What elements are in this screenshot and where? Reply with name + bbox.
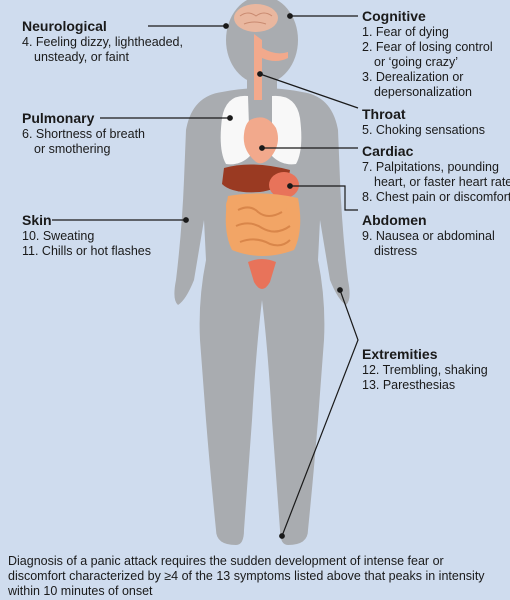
extremities-symptom-line: 12. Trembling, shaking (362, 363, 488, 377)
right-lung (220, 95, 250, 165)
cardiac-symptom-line: 7. Palpitations, pounding (362, 160, 499, 174)
mouth-tract (262, 48, 288, 61)
skin-symptom-line: 11. Chills or hot flashes (22, 244, 151, 258)
cardiac-heading: Cardiac (362, 143, 414, 159)
neurological-symptom-line: 4. Feeling dizzy, lightheaded, (22, 35, 183, 49)
neurological-heading: Neurological (22, 18, 107, 34)
cognitive-symptom-line: 3. Derealization or (362, 70, 464, 84)
heart-organ (243, 117, 278, 164)
abdomen-symptom-line: 9. Nausea or abdominal (362, 229, 495, 243)
throat-symptom-line: 5. Choking sensations (362, 123, 485, 137)
kidney-left (226, 197, 238, 215)
abdomen-heading: Abdomen (362, 212, 427, 228)
skin-symptom-line: 10. Sweating (22, 229, 95, 243)
intestine-coils (235, 206, 291, 247)
brain-organ (234, 4, 278, 32)
leader-lines (52, 13, 359, 539)
cognitive-heading: Cognitive (362, 8, 426, 24)
throat-organ (254, 34, 262, 100)
pulmonary-symptom-line: or smothering (34, 142, 111, 156)
bladder-organ (248, 259, 276, 289)
pulmonary-symptom-line: 6. Shortness of breath (22, 127, 145, 141)
kidney-right (286, 197, 298, 215)
skin-heading: Skin (22, 212, 52, 228)
pulmonary-heading: Pulmonary (22, 110, 95, 126)
stomach-organ (269, 172, 299, 198)
extremities-symptom-line: 13. Paresthesias (362, 378, 456, 392)
extremities-heading: Extremities (362, 346, 438, 362)
cardiac-symptom-line: 8. Chest pain or discomfort (362, 190, 510, 204)
cognitive-symptom-line: 1. Fear of dying (362, 25, 449, 39)
cognitive-symptom-line: depersonalization (374, 85, 472, 99)
left-lung (272, 95, 302, 165)
abdomen-symptom-line: distress (374, 244, 418, 258)
cognitive-symptom-line: 2. Fear of losing control (362, 40, 493, 54)
cognitive-symptom-line: or ‘going crazy’ (374, 55, 459, 69)
throat-heading: Throat (362, 106, 406, 122)
diagnosis-caption: Diagnosis of a panic attack requires the… (8, 554, 485, 598)
cardiac-symptom-line: heart, or faster heart rate (374, 175, 510, 189)
neurological-symptom-line: unsteady, or faint (34, 50, 129, 64)
